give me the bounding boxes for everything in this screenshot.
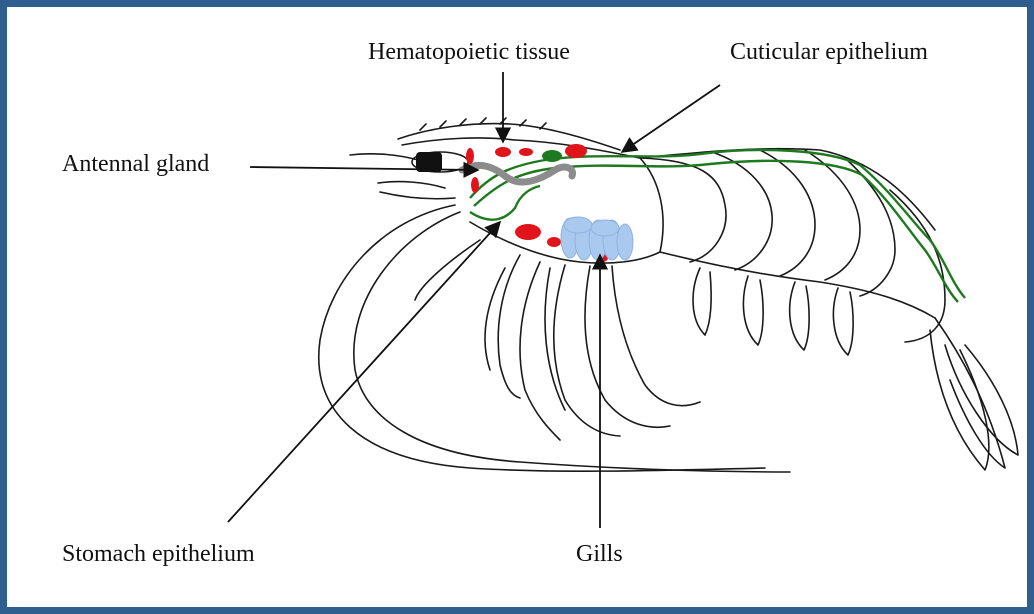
abdomen-segment-1 bbox=[640, 158, 726, 262]
arrow-stomach bbox=[228, 222, 500, 522]
label-stomach-epithelium: Stomach epithelium bbox=[62, 542, 255, 566]
swimmerets bbox=[693, 268, 853, 355]
label-cuticular-epithelium: Cuticular epithelium bbox=[730, 40, 928, 64]
label-antennal-gland: Antennal gland bbox=[62, 152, 209, 176]
abdomen-segment-3 bbox=[760, 150, 815, 276]
label-hematopoietic-tissue: Hematopoietic tissue bbox=[368, 40, 570, 64]
antennal-gland bbox=[462, 165, 573, 182]
abdomen-segment-2 bbox=[712, 152, 772, 270]
leader-arrows bbox=[228, 72, 720, 528]
abdomen-segment-5 bbox=[845, 158, 895, 296]
gills-lamellae bbox=[561, 217, 633, 260]
antenna-long-1 bbox=[319, 205, 765, 471]
walking-legs bbox=[415, 240, 700, 440]
telson bbox=[935, 318, 1005, 468]
cuticular-epithelium-spot bbox=[542, 150, 562, 162]
arrow-cuticular bbox=[622, 85, 720, 152]
label-gills: Gills bbox=[576, 542, 623, 566]
arrow-antennal bbox=[250, 167, 478, 170]
rostrum bbox=[398, 124, 620, 150]
uropod-1 bbox=[930, 330, 989, 470]
